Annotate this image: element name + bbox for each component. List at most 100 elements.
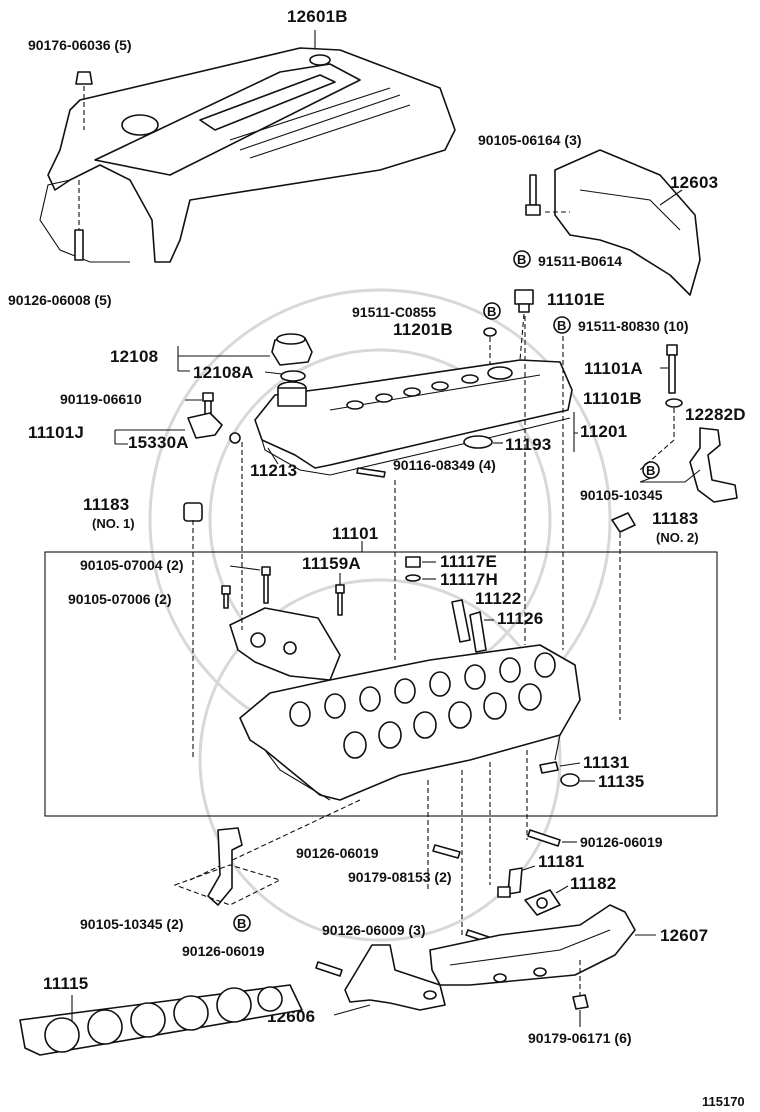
stud-90126-06019-a[interactable] [527,829,561,847]
label-90105-07004: 90105-07004 (2) [80,557,184,573]
marker-b-91511-B0614: B [513,250,531,268]
label-91511-80830: 91511-80830 (10) [578,318,689,334]
label-91511-B0614: 91511-B0614 [538,253,622,269]
stud-90116-08349[interactable] [356,467,386,478]
label-12603: 12603 [670,173,718,192]
label-11183-no2: 11183 [652,509,698,528]
stud-90126-06019-b[interactable] [432,844,461,859]
gasket-11182[interactable] [524,889,561,916]
label-90126-06019-a: 90126-06019 [580,834,663,850]
heat-insulator-12606[interactable] [344,944,446,1011]
assembly-box-11101 [44,551,718,817]
label-11115: 11115 [43,974,88,993]
washer-11201B[interactable] [483,327,497,337]
label-11201: 11201 [580,422,627,441]
washer-11101B[interactable] [665,398,683,408]
gasket-12108A[interactable] [280,370,306,382]
label-11182: 11182 [570,874,616,893]
label-90126-06019-c: 90126-06019 [182,943,265,959]
bolt-11159A[interactable] [335,584,345,616]
plug-11117E[interactable] [405,556,421,568]
bracket-12282D[interactable] [689,427,738,503]
head-gasket-11115[interactable] [19,984,303,1056]
plug-11131[interactable] [539,761,559,774]
heat-insulator-12607[interactable] [429,904,636,986]
gasket-11117H[interactable] [405,574,421,582]
note-11183-no1: (NO. 1) [92,516,135,531]
nut-90176-06036[interactable] [75,71,93,85]
label-12108A: 12108A [193,363,254,382]
label-90105-10345-top: 90105-10345 [580,487,663,503]
nut-90179-08153[interactable] [497,886,511,898]
label-11101J: 11101J [28,423,84,442]
svg-text:B: B [557,318,566,333]
heat-insulator-12603[interactable] [554,149,701,296]
label-90119-06610: 90119-06610 [60,391,142,407]
marker-b-91511-C0855: B [483,302,501,320]
stud-90126-06019-c[interactable] [315,961,343,977]
bolt-90119-06610[interactable] [202,392,214,416]
marker-b-91511-80830: B [553,316,571,334]
bolt-90105-07006[interactable] [221,585,231,609]
label-12601B: 12601B [287,7,348,26]
svg-text:B: B [487,304,496,319]
label-11101: 11101 [332,524,378,543]
label-11193: 11193 [505,435,551,454]
bolt-11101A[interactable] [666,344,678,394]
plug-11101E[interactable] [514,289,534,313]
label-11159A: 11159A [302,554,361,573]
label-91511-C0855: 91511-C0855 [352,304,436,320]
plug-11183-no2[interactable] [611,512,636,533]
plug-11183-no1[interactable] [183,502,203,522]
label-90126-06019-b: 90126-06019 [296,845,379,861]
label-90105-10345-bot: 90105-10345 (2) [80,916,184,932]
pipe-11181[interactable] [507,867,523,895]
sensor-15330A[interactable] [187,412,241,444]
label-11101A: 11101A [584,359,643,378]
marker-b-90105-10345-lower: B [233,914,251,932]
oil-filler-cap-12108[interactable] [271,333,313,366]
cylinder-head-11101[interactable] [239,644,581,801]
label-11126: 11126 [497,609,543,628]
svg-text:B: B [517,252,526,267]
plug-11135[interactable] [560,773,580,787]
cylinder-head-cover-11201[interactable] [254,359,573,476]
label-11181: 11181 [538,852,584,871]
label-11135: 11135 [598,772,644,791]
label-90105-07006: 90105-07006 (2) [68,591,172,607]
label-11101E: 11101E [547,290,605,309]
label-12607: 12607 [660,926,708,945]
label-90126-06009: 90126-06009 (3) [322,922,426,938]
note-11183-no2: (NO. 2) [656,530,699,545]
bolt-90105-06164[interactable] [525,174,541,216]
label-11117H: 11117H [440,570,498,589]
label-90179-08153: 90179-08153 (2) [348,869,452,885]
bracket-90105-10345-lower[interactable] [207,827,243,906]
label-15330A: 15330A [128,433,189,452]
svg-text:B: B [646,463,655,478]
intake-bracket[interactable] [229,607,341,681]
label-11201B: 11201B [393,320,453,339]
label-11213: 11213 [250,461,297,480]
label-90116-08349: 90116-08349 (4) [393,457,496,473]
bolt-90105-07004[interactable] [261,566,271,604]
pin-11122[interactable] [451,599,471,643]
stud-90126-06008[interactable] [74,229,84,261]
guide-11126[interactable] [469,611,487,653]
label-11101B: 11101B [583,389,642,408]
label-90176-06036: 90176-06036 (5) [28,37,132,53]
dashed-guides [189,316,675,935]
label-12282D: 12282D [685,405,746,424]
diagram-number: 115170 [702,1094,745,1109]
engine-cover-12601B[interactable] [39,47,456,263]
label-11117E: 11117E [440,552,497,571]
seal-11193[interactable] [463,435,493,449]
valve-ports [289,652,556,759]
label-90126-06008: 90126-06008 (5) [8,292,112,308]
label-11122: 11122 [475,589,521,608]
label-90179-06171: 90179-06171 (6) [528,1030,632,1046]
marker-b-90105-10345: B [642,461,660,479]
nut-90179-06171[interactable] [572,994,589,1010]
label-11131: 11131 [583,753,629,772]
